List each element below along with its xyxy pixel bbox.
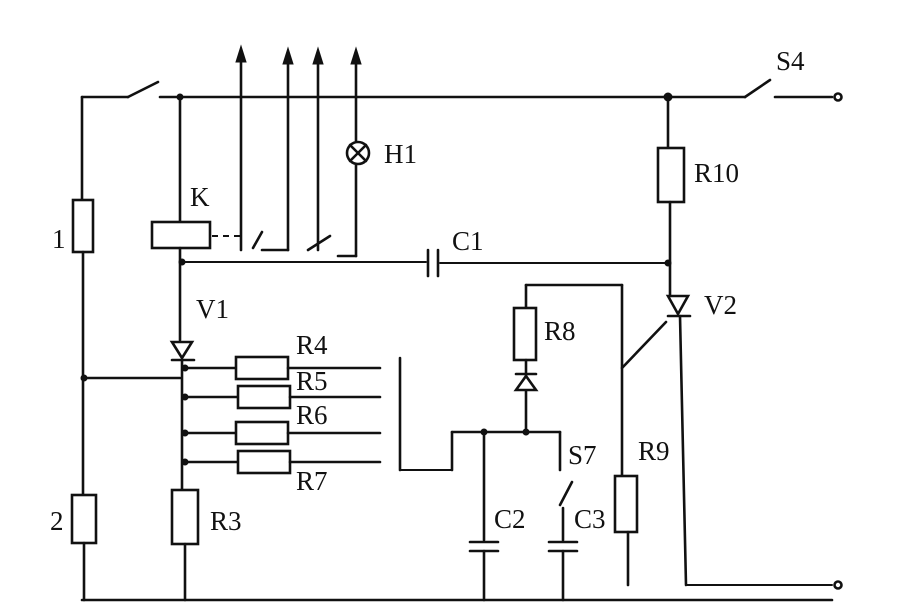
right-column xyxy=(620,95,692,587)
resistor-r7 xyxy=(236,449,292,475)
resistor-2 xyxy=(70,493,98,545)
component-labels: S4 H1 R10 K C1 1 V1 V2 R8 R4 R5 R6 R7 S7… xyxy=(50,46,805,536)
label-r9: R9 xyxy=(638,436,670,466)
label-1: 1 xyxy=(52,224,66,254)
label-h1: H1 xyxy=(384,139,417,169)
resistor-r6 xyxy=(234,420,290,446)
r8-branch xyxy=(512,283,639,587)
relay-column xyxy=(150,95,240,602)
label-r4: R4 xyxy=(296,330,328,360)
selector-resistors xyxy=(181,355,453,475)
label-s7: S7 xyxy=(568,440,597,470)
label-r7: R7 xyxy=(296,466,328,496)
timing-network xyxy=(450,428,579,602)
label-2: 2 xyxy=(50,506,64,536)
label-r5: R5 xyxy=(296,366,328,396)
relay-coil-k xyxy=(150,220,212,250)
label-c1: C1 xyxy=(452,226,484,256)
resistor-r5 xyxy=(236,384,292,410)
label-r10: R10 xyxy=(694,158,739,188)
left-branch xyxy=(70,95,182,602)
bottom-rail xyxy=(80,580,843,602)
label-r3: R3 xyxy=(210,506,242,536)
label-v2: V2 xyxy=(704,290,737,320)
relay-contacts xyxy=(235,44,371,258)
resistor-r4 xyxy=(234,355,290,381)
label-k: K xyxy=(190,182,210,212)
diode-up xyxy=(513,373,539,392)
top-rail xyxy=(80,78,843,102)
v1-diode xyxy=(169,340,195,361)
label-s4: S4 xyxy=(776,46,805,76)
resistor-r3 xyxy=(170,488,200,546)
resistor-r9 xyxy=(613,474,639,534)
label-r6: R6 xyxy=(296,400,328,430)
resistor-r8 xyxy=(512,306,538,362)
label-c3: C3 xyxy=(574,504,606,534)
c1-line xyxy=(178,248,672,278)
label-c2: C2 xyxy=(494,504,526,534)
resistor-r10 xyxy=(656,146,686,204)
label-r8: R8 xyxy=(544,316,576,346)
label-v1: V1 xyxy=(196,294,229,324)
v2-thyristor xyxy=(665,294,691,317)
resistor-1 xyxy=(71,198,95,254)
